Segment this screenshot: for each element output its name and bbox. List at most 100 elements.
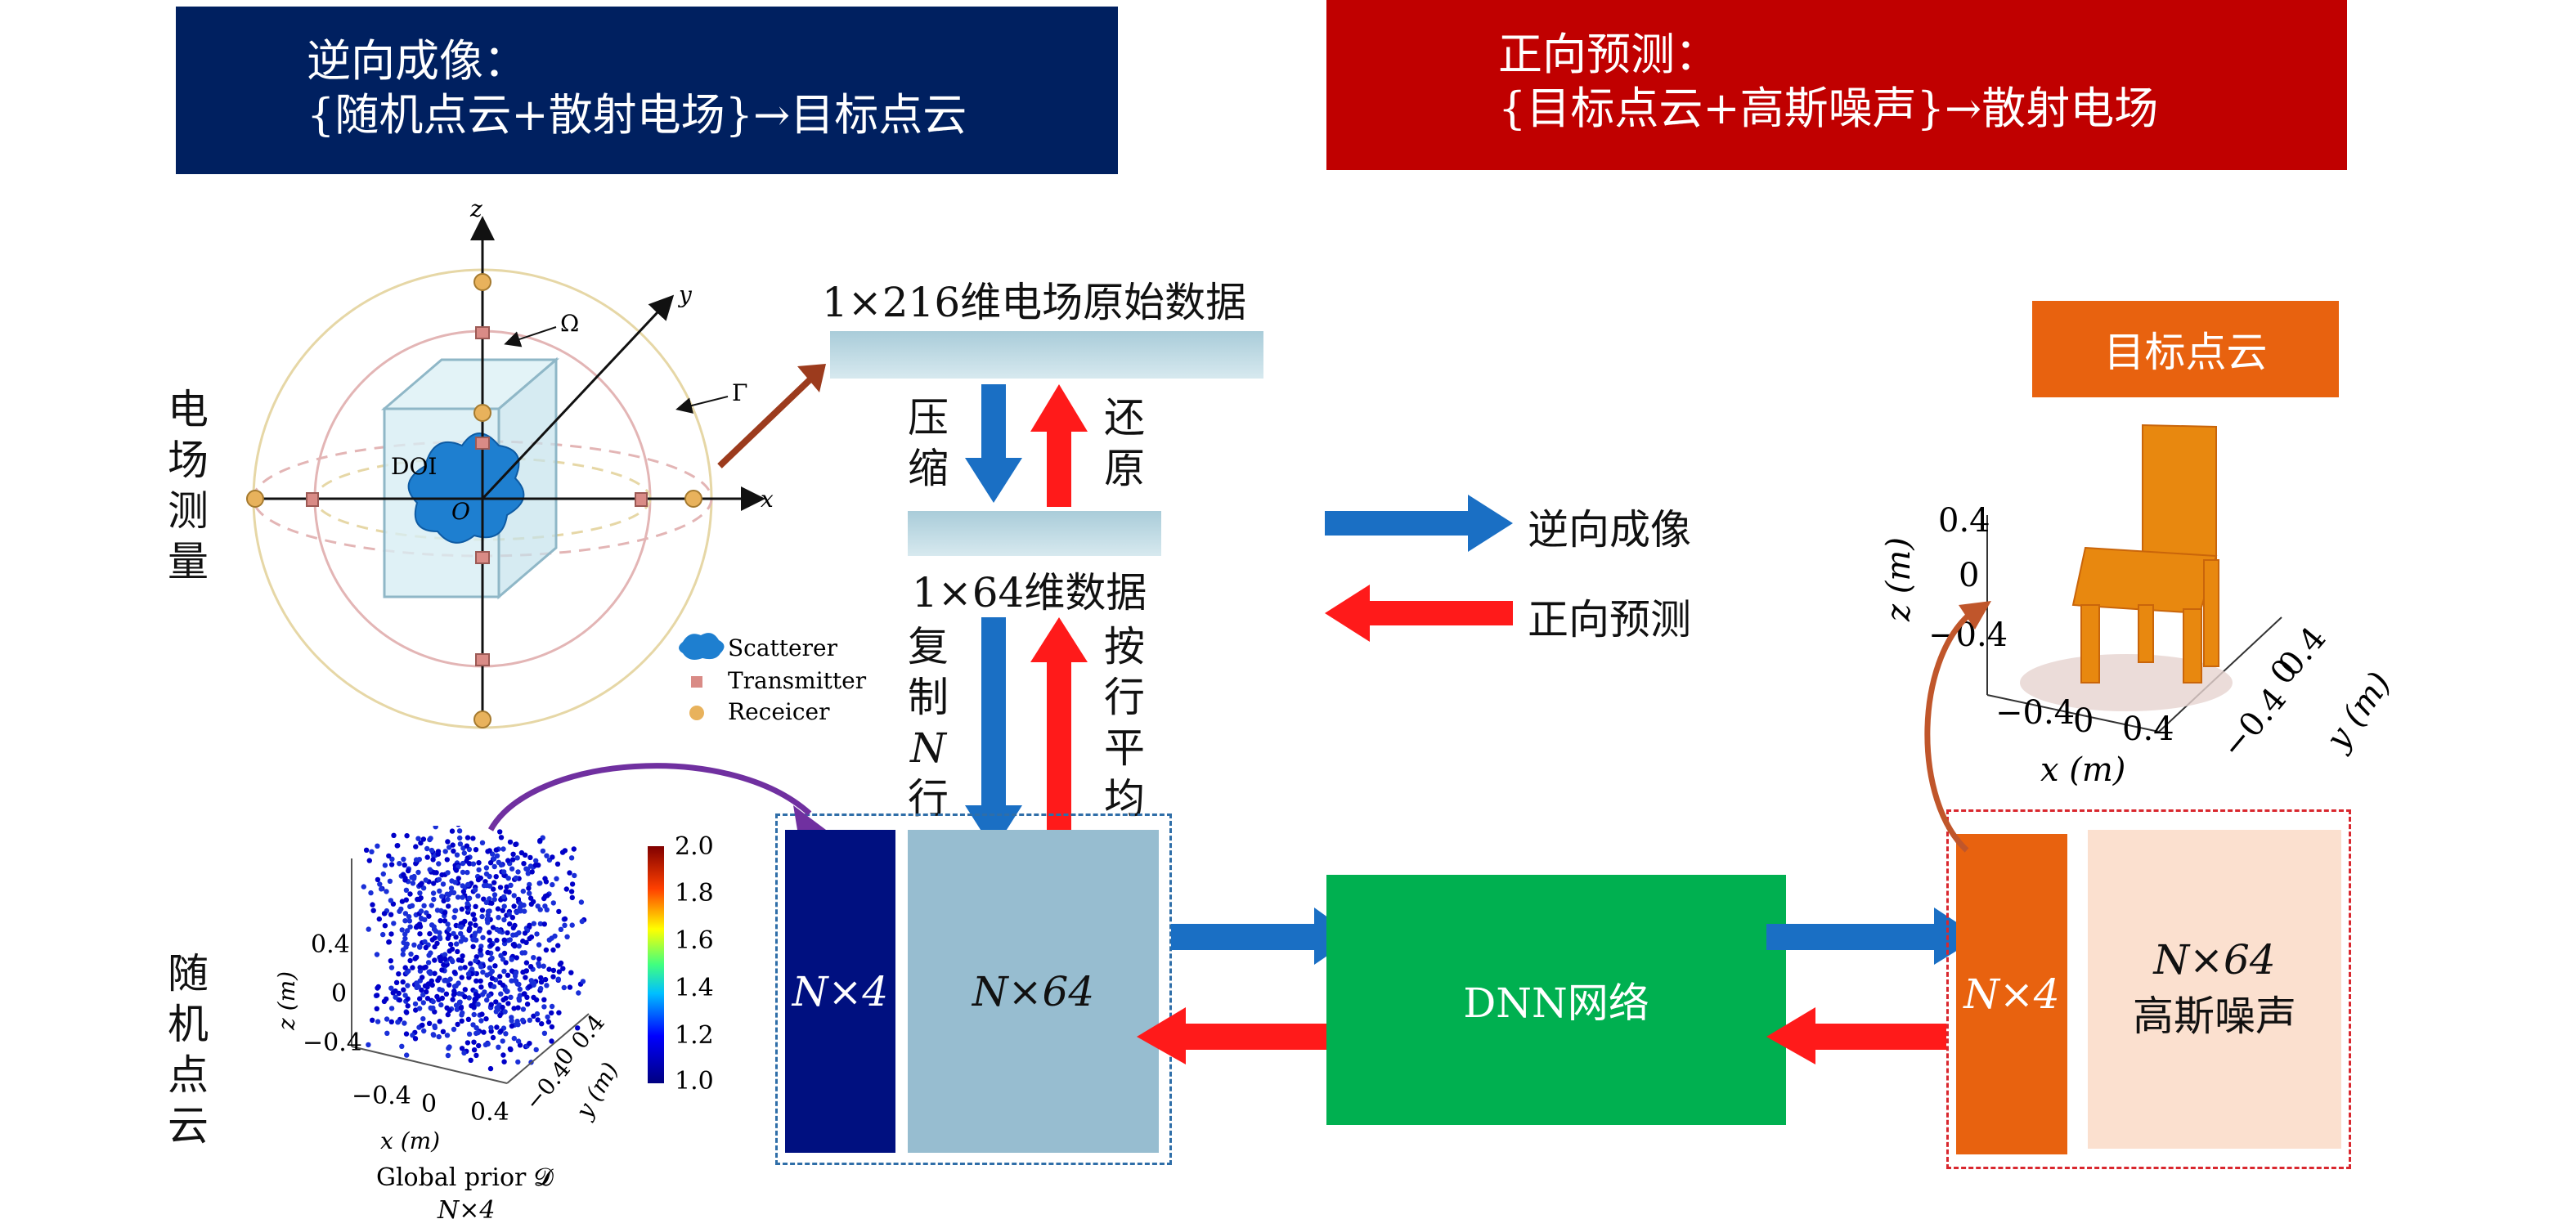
cloud-point — [546, 937, 552, 943]
cloud-point — [535, 903, 541, 909]
cloud-point — [473, 847, 479, 853]
cloud-point — [496, 928, 502, 934]
dnn-label: DNN网络 — [1463, 979, 1649, 1027]
cloud-point — [530, 899, 536, 905]
header-forward-line1: 正向预测： — [1498, 29, 1719, 80]
cloud-point — [562, 916, 568, 922]
cloud-point — [455, 1021, 460, 1028]
cloud-point — [403, 897, 409, 903]
receiver-icon — [473, 273, 491, 291]
cloud-point — [509, 866, 515, 872]
random-y-tick: 0.4 — [566, 1009, 610, 1054]
cloud-point — [491, 863, 497, 870]
cloud-point — [497, 1012, 503, 1019]
cloud-point — [433, 826, 438, 830]
cloud-point — [446, 903, 451, 909]
cloud-point — [531, 921, 536, 926]
output-to-chair-arrow — [1924, 601, 1991, 853]
cloud-point — [448, 890, 454, 896]
cloud-point — [540, 848, 546, 854]
cloud-point — [490, 925, 496, 930]
cloud-point — [368, 890, 374, 896]
cloud-point — [417, 882, 424, 888]
cloud-point — [485, 849, 491, 854]
cloud-point — [418, 895, 424, 901]
header-inverse-line2: {随机点云+散射电场}→目标点云 — [307, 89, 967, 141]
cloud-point — [423, 944, 429, 951]
side-char: 点 — [168, 1051, 209, 1099]
cloud-point — [443, 991, 450, 997]
cloud-point — [478, 984, 484, 990]
cloud-point — [471, 1047, 478, 1053]
cloud-point — [407, 891, 413, 897]
cloud-point — [517, 986, 523, 993]
cloud-point — [397, 908, 402, 914]
cloud-point — [572, 872, 577, 879]
cloud-point — [410, 881, 416, 886]
output-n4-block: N×4 — [1956, 834, 2067, 1154]
cloud-point — [466, 1031, 473, 1037]
reduced-data-title: 1×64维数据 — [912, 569, 1147, 616]
cloud-point — [445, 1011, 451, 1018]
cloud-point — [503, 995, 509, 1002]
cloud-point — [468, 921, 473, 926]
cloud-point — [472, 917, 478, 922]
cloud-point — [539, 1021, 545, 1027]
cloud-point — [394, 843, 400, 849]
cloud-point — [393, 979, 400, 985]
cloud-point — [515, 1038, 522, 1044]
cloud-point — [420, 975, 425, 980]
cloud-point — [520, 1006, 527, 1012]
cloud-point — [361, 884, 366, 890]
label-char: N — [910, 724, 946, 772]
cloud-point — [453, 867, 460, 873]
cloud-point — [426, 1020, 433, 1026]
cloud-point — [413, 844, 419, 849]
cloud-point — [390, 990, 396, 996]
cloud-point — [463, 937, 469, 943]
cloud-point — [534, 931, 540, 937]
cloud-point — [518, 901, 523, 907]
cloud-point — [520, 969, 526, 975]
cloud-point — [451, 970, 458, 975]
cloud-point — [407, 903, 413, 910]
cloud-point — [437, 888, 442, 894]
cloud-point — [413, 1007, 419, 1013]
cloud-point — [487, 937, 493, 943]
cloud-point — [452, 880, 458, 885]
cloud-point — [423, 964, 429, 970]
cloud-point — [521, 861, 527, 867]
cloud-point — [563, 886, 569, 892]
cloud-point — [417, 931, 423, 937]
receiver-icon — [684, 490, 702, 508]
cloud-point — [513, 841, 518, 848]
random-z-tick: −0.4 — [303, 1029, 362, 1057]
cloud-point — [475, 993, 482, 999]
cloud-point — [520, 1017, 526, 1023]
random-z-tick: 0.4 — [311, 930, 350, 959]
cloud-point — [422, 983, 429, 989]
cloud-point — [444, 1033, 451, 1038]
target-x-tick: 0 — [2073, 702, 2094, 740]
cloud-point — [525, 871, 531, 876]
cloud-point — [407, 924, 413, 930]
transmitter-icon — [475, 653, 490, 666]
side-char: 电 — [168, 386, 209, 433]
cloud-point — [541, 921, 547, 927]
cloud-point — [457, 835, 463, 841]
cloud-point — [397, 997, 402, 1003]
cloud-point — [578, 899, 585, 905]
label-char: 平 — [1104, 724, 1145, 772]
cloud-point — [527, 1017, 532, 1023]
chair-shadow — [2020, 654, 2233, 711]
cloud-point — [449, 946, 456, 952]
cloud-point — [534, 1011, 541, 1017]
cloud-point — [545, 1019, 552, 1025]
cloud-point — [424, 845, 430, 852]
cloud-point — [484, 882, 490, 889]
cloud-point — [454, 941, 460, 947]
cloud-point — [445, 896, 451, 903]
colorbar-tick: 2.0 — [675, 832, 714, 861]
cloud-point — [384, 1016, 390, 1022]
target-z-tick: −0.4 — [1928, 616, 2008, 654]
